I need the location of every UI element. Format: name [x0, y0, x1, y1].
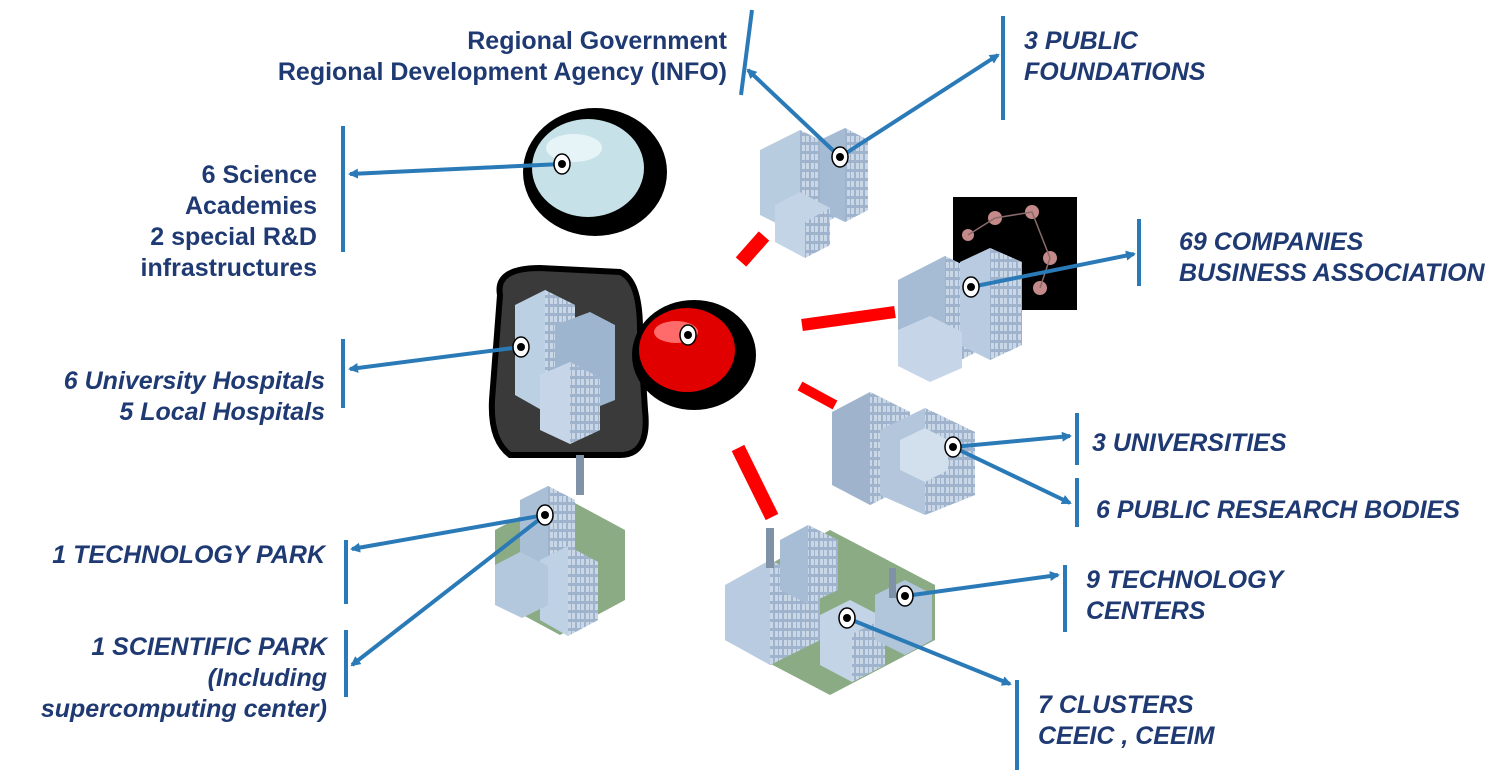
dash-to-companies	[801, 306, 896, 331]
dash-to-industry	[731, 444, 779, 521]
blue-dome-icon	[523, 108, 667, 236]
research-label-line-1: 6 PUBLIC RESEARCH BODIES	[1096, 496, 1460, 524]
dash-to-universities	[797, 381, 838, 410]
marker-companies	[962, 276, 980, 298]
marker-clusters	[838, 607, 856, 629]
academies-label-line-2: Academies	[184, 192, 317, 220]
hospitals-label: 6 University Hospitals 5 Local Hospitals	[64, 366, 325, 428]
university-building-icon	[832, 392, 975, 515]
bracket-government	[739, 9, 754, 96]
dash-to-government	[735, 231, 770, 267]
academies-label-line-3: 2 special R&D	[150, 223, 317, 251]
arrow-to-companies	[970, 250, 1136, 289]
marker-tech-centers	[896, 585, 914, 607]
sci-park-label-line-1: 1 SCIENTIFIC PARK	[91, 633, 327, 661]
foundations-label-line-1: 3 PUBLIC	[1024, 27, 1138, 55]
sci-park-label: 1 SCIENTIFIC PARK (Including supercomput…	[41, 632, 327, 725]
connector-arrows	[348, 53, 1136, 686]
arrow-to-clusters	[846, 616, 1012, 686]
government-label-line-2: Regional Development Agency (INFO)	[277, 58, 727, 86]
research-label: 6 PUBLIC RESEARCH BODIES	[1096, 495, 1460, 526]
origin-markers	[512, 146, 980, 629]
companies-label: 69 COMPANIES BUSINESS ASSOCIATION	[1179, 227, 1485, 289]
arrow-to-tech-park	[350, 513, 546, 553]
tech-centers-label: 9 TECHNOLOGY CENTERS	[1086, 565, 1283, 627]
company-building-icon	[898, 197, 1077, 382]
arrow-to-tech-centers	[904, 571, 1060, 598]
academies-label-line-1: 6 Science	[201, 161, 317, 189]
tech-centers-label-line-2: CENTERS	[1086, 597, 1206, 625]
clusters-label-line-1: 7 CLUSTERS	[1038, 691, 1194, 719]
arrow-to-hospitals	[348, 345, 522, 373]
arrow-to-foundations	[838, 53, 1000, 159]
foundations-label: 3 PUBLIC FOUNDATIONS	[1024, 26, 1205, 88]
clusters-label: 7 CLUSTERS CEEIC , CEEIM	[1038, 690, 1214, 752]
technology-park-icon	[495, 455, 625, 636]
universities-label-line-1: 3 UNIVERSITIES	[1092, 429, 1287, 457]
marker-universities	[944, 436, 962, 458]
academies-label: 6 Science Academies 2 special R&D infras…	[141, 160, 317, 284]
clusters-label-line-2: CEEIC , CEEIM	[1038, 722, 1215, 750]
government-label-line-1: Regional Government	[467, 27, 727, 55]
hub-dashes	[731, 231, 896, 521]
companies-label-line-1: 69 COMPANIES	[1179, 228, 1364, 256]
government-label: Regional Government Regional Development…	[278, 26, 727, 88]
marker-hospitals	[512, 336, 530, 358]
marker-hub	[679, 324, 697, 346]
hospitals-label-line-1: 6 University Hospitals	[63, 367, 325, 395]
marker-government	[831, 146, 849, 168]
companies-label-line-2: BUSINESS ASSOCIATION	[1179, 259, 1485, 287]
sci-park-label-line-3: supercomputing center)	[40, 695, 327, 723]
arrow-to-research	[952, 445, 1072, 505]
hospital-tower-icon	[488, 264, 649, 458]
sci-park-label-line-2: (Including	[207, 664, 327, 692]
tech-centers-label-line-1: 9 TECHNOLOGY	[1086, 566, 1284, 594]
marker-tech-park	[536, 504, 554, 526]
tech-park-label: 1 TECHNOLOGY PARK	[52, 540, 325, 571]
arrow-to-academies	[348, 162, 563, 179]
academies-label-line-4: infrastructures	[140, 254, 317, 282]
marker-academies	[553, 153, 571, 175]
arrow-to-universities	[952, 431, 1072, 449]
industrial-campus-icon	[725, 525, 935, 695]
foundations-label-line-2: FOUNDATIONS	[1024, 58, 1206, 86]
universities-label: 3 UNIVERSITIES	[1092, 428, 1287, 459]
tech-park-label-line-1: 1 TECHNOLOGY PARK	[52, 541, 325, 569]
hospitals-label-line-2: 5 Local Hospitals	[119, 398, 325, 426]
label-brackets	[341, 9, 1141, 770]
arrow-to-sci-park	[350, 513, 547, 667]
arrow-to-government	[746, 68, 842, 159]
red-dome-hub-icon	[632, 300, 756, 410]
